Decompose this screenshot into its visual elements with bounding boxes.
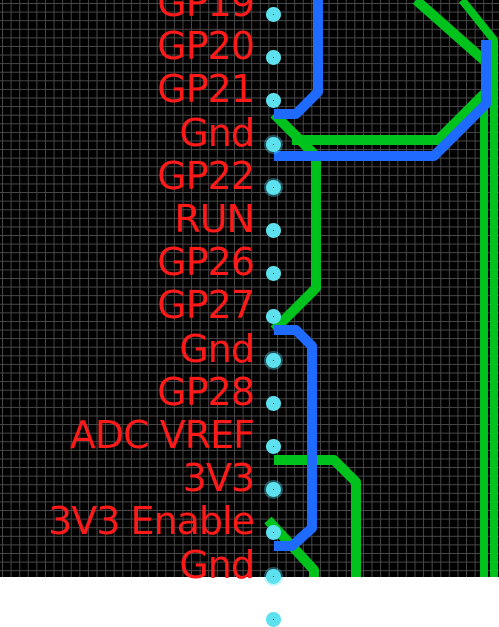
pin-label: GP20 xyxy=(157,24,255,69)
pin-pad[interactable] xyxy=(266,179,281,195)
pin-pad[interactable] xyxy=(266,136,281,152)
pin-pad[interactable] xyxy=(266,611,281,627)
trace-blue-gnd-vertical[interactable] xyxy=(274,325,317,551)
pin-pad[interactable] xyxy=(266,395,281,411)
trace-green-gnd-link[interactable] xyxy=(270,110,321,334)
pin-pad[interactable] xyxy=(266,352,281,368)
pin-pad[interactable] xyxy=(266,93,281,109)
trace-green-3v3[interactable] xyxy=(274,455,361,577)
pin-pad[interactable] xyxy=(266,223,281,238)
pin-pad[interactable] xyxy=(266,50,281,66)
pin-pad[interactable] xyxy=(266,525,281,541)
pin-pad[interactable] xyxy=(266,309,281,325)
pin-label: 3V3 Enable xyxy=(48,499,255,544)
pin-label: Gnd xyxy=(179,542,255,587)
pin-label: GP26 xyxy=(157,240,255,285)
trace-green-gnd-bottom[interactable] xyxy=(264,516,319,577)
pin-label: RUN xyxy=(174,197,255,241)
pin-label: Gnd xyxy=(179,326,255,371)
trace-green-right-vertical-a[interactable] xyxy=(458,0,498,577)
pin-pad[interactable] xyxy=(266,439,281,454)
trace-layer xyxy=(264,0,498,577)
pin-label: GP19 xyxy=(157,0,255,25)
pin-label: GP21 xyxy=(157,67,255,112)
pin-label: Gnd xyxy=(179,110,255,155)
trace-blue-vertical-top[interactable] xyxy=(274,0,323,119)
pin-pad[interactable] xyxy=(266,266,281,282)
pin-label: GP22 xyxy=(157,153,255,198)
pin-pad[interactable] xyxy=(266,482,281,498)
pin-label: ADC VREF xyxy=(69,413,255,457)
trace-blue-gp22[interactable] xyxy=(274,40,491,161)
pin-label: GP28 xyxy=(157,369,255,414)
pin-label: GP27 xyxy=(157,283,255,328)
pin-label: 3V3 xyxy=(182,456,255,501)
pin-pad[interactable] xyxy=(266,7,281,22)
pin-pad[interactable] xyxy=(266,568,281,584)
